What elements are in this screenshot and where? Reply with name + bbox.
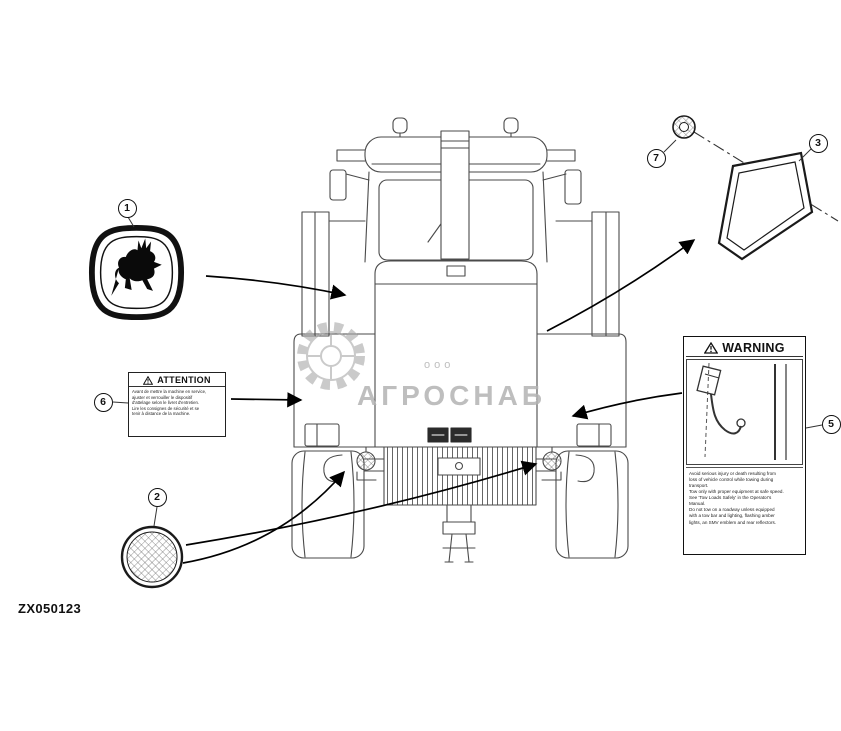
tractor-rear-view <box>291 117 629 563</box>
john-deere-logo-decal <box>88 224 185 321</box>
callout-leader-lines <box>112 139 823 527</box>
attention-line: tenir à distance de la machine. <box>132 411 191 417</box>
warning-text: Avoid serious injury or death resulting … <box>686 467 803 528</box>
warning-line: lights, an SMV emblem and rear reflector… <box>689 519 777 525</box>
warning-triangle-icon <box>143 375 154 385</box>
drawing-number: ZX050123 <box>18 601 82 616</box>
towing-pictogram <box>686 359 803 465</box>
attention-line: d'attelage selon le livret d'entretien. <box>132 400 200 406</box>
callout-3: 3 <box>808 133 828 153</box>
gear-watermark-icon <box>297 322 365 390</box>
warning-line: See 'Tow Loads Safely' in the Operator's <box>689 495 772 501</box>
attention-line: ajuster et verrouiller le dispositif <box>132 394 193 400</box>
warning-line: loss of vehicle control while towing dur… <box>689 477 774 483</box>
leaping-deer-icon <box>111 238 162 296</box>
callout-arrows <box>182 239 696 564</box>
watermark-name: АГРОСНАБ <box>357 380 546 411</box>
warning-line: transport. <box>689 483 709 489</box>
smv-reflector-decal <box>717 151 814 261</box>
callout-2: 2 <box>147 487 167 507</box>
attention-title: ATTENTION <box>157 375 211 385</box>
warning-line: Manual. <box>689 501 706 507</box>
warning-line: Do not tow on a roadway unless equipped <box>689 507 775 513</box>
warning-triangle-icon <box>704 342 719 354</box>
warning-line: with a tow bar and lighting, flashing am… <box>689 513 775 519</box>
warning-title: WARNING <box>722 341 785 355</box>
bolt-fastener <box>672 115 696 139</box>
callout-6: 6 <box>93 392 113 412</box>
watermark-prefix: ооо <box>424 359 455 371</box>
round-reflector-decal <box>120 525 184 589</box>
assembly-centerline <box>693 131 839 222</box>
warning-line: Tow only with proper equipment at safe s… <box>689 489 784 495</box>
callout-1: 1 <box>117 198 137 218</box>
attention-line: Avant de mettre la machine en service, <box>132 389 207 394</box>
attention-line: Lire les consignes de sécurité et se <box>132 405 200 411</box>
callout-5: 5 <box>821 414 841 434</box>
attention-decal: ATTENTION Avant de mettre la machine en … <box>128 372 226 437</box>
warning-line: Avoid serious injury or death resulting … <box>689 471 776 476</box>
attention-text: Avant de mettre la machine en service, a… <box>129 387 225 419</box>
callout-7: 7 <box>646 148 666 168</box>
warning-decal: WARNING Avoid serious injury or death re… <box>683 336 806 555</box>
